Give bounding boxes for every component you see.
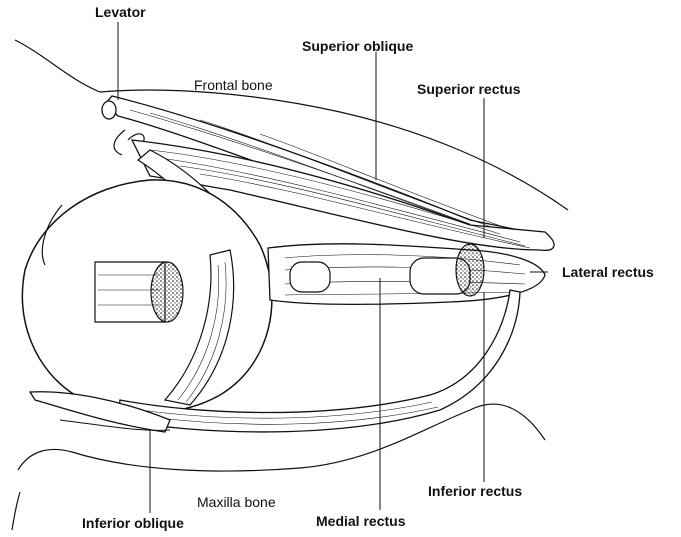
label-maxilla-bone: Maxilla bone [197,494,276,510]
levator-tendon-end [102,101,116,119]
label-superior-oblique: Superior oblique [302,38,413,54]
label-lateral-rectus: Lateral rectus [562,264,654,280]
maxilla-lower-tick [12,492,20,530]
label-inferior-rectus: Inferior rectus [428,483,522,499]
label-frontal-bone: Frontal bone [194,77,273,93]
label-inferior-oblique: Inferior oblique [82,515,184,531]
optic-nerve-section [151,262,183,322]
label-medial-rectus: Medial rectus [316,513,405,529]
medial-rectus-cylinder-1 [290,262,330,292]
label-superior-rectus: Superior rectus [417,81,520,97]
label-levator: Levator [95,4,146,20]
lateral-rectus-section [456,244,484,296]
